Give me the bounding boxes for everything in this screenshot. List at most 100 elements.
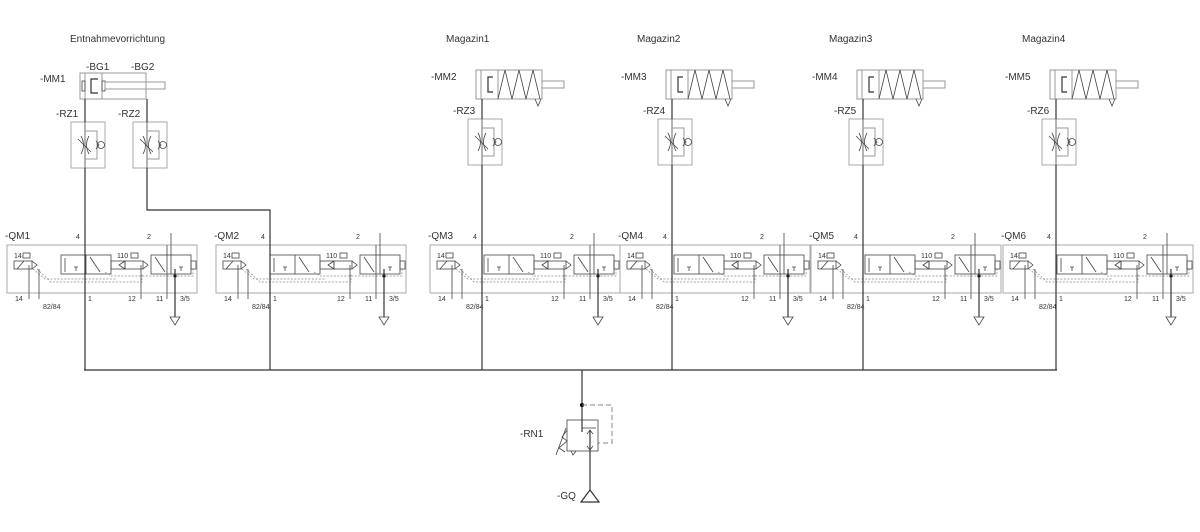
port-label-35: 3/5 [793, 296, 803, 303]
valve-label: -QM3 [428, 231, 453, 242]
pilot-indicator [22, 252, 31, 259]
blocked-port [687, 266, 691, 271]
sensor-label-bg1: -BG1 [86, 62, 110, 73]
pilot-label-110: 110 [730, 253, 741, 260]
spring-return [399, 260, 406, 270]
solenoid-icon [928, 260, 948, 270]
port-label-4: 4 [663, 234, 667, 241]
pilot-line [32, 268, 117, 280]
check-ball-icon [875, 138, 883, 146]
port-label-11: 11 [579, 296, 586, 303]
restriction-arc-left [477, 132, 481, 152]
port-label-4: 4 [473, 234, 477, 241]
solenoid-slash [629, 260, 638, 270]
pilot-label-110: 110 [326, 253, 337, 260]
blocked-port [792, 266, 796, 271]
pilot-indicator [445, 252, 454, 259]
restriction-arc-left [667, 132, 671, 152]
port-label-14: 14 [224, 296, 232, 303]
port-label-11: 11 [960, 296, 967, 303]
throttle-check-valve: -RZ3 [453, 106, 503, 166]
component-group: Magazin2-MM3-RZ4 [621, 34, 755, 166]
valve-housing [215, 244, 407, 294]
port-label-8284: 82/84 [847, 304, 865, 311]
spring-adjust-icon [558, 429, 568, 453]
spring-icon [878, 69, 922, 100]
pilot-indicator [826, 252, 835, 259]
pilot-line [245, 268, 352, 283]
pilot-line [241, 268, 326, 280]
flow-cross [1150, 256, 1162, 273]
regulator-body [566, 419, 599, 452]
port-label-12: 12 [741, 296, 749, 303]
rod-end-icon [1108, 98, 1116, 108]
pilot-indicator [635, 252, 644, 259]
pilot-line [455, 268, 540, 280]
pilot-indicator [231, 252, 240, 259]
pilot-arrow [755, 260, 762, 270]
check-seat-icon [873, 137, 878, 147]
adjust-arrow-icon [664, 135, 679, 150]
bypass-line [482, 127, 495, 157]
group-title: Magazin4 [1022, 34, 1066, 45]
solenoid-icon [222, 260, 242, 270]
flow-cross [577, 256, 589, 273]
vent-icon [570, 450, 577, 456]
port-label-8284: 82/84 [252, 304, 270, 311]
throttle-label: -RZ6 [1027, 106, 1050, 117]
piston-rod [541, 80, 565, 89]
spring-icon [1071, 69, 1115, 100]
bypass-line [1056, 127, 1069, 157]
piston-icon [677, 76, 683, 93]
pilot-line [527, 269, 617, 277]
port-label-35: 3/5 [984, 296, 994, 303]
regulator-label: -RN1 [520, 429, 544, 440]
pilot-arrow [946, 260, 953, 270]
pilot-arrow [31, 260, 38, 270]
pilot-label-14: 14 [627, 253, 635, 260]
port-label-4: 4 [76, 234, 80, 241]
rod-end-icon [724, 98, 732, 108]
spring-tip [541, 260, 549, 270]
flow-cross [1085, 256, 1097, 273]
blocked-port [602, 266, 606, 271]
spring-return-cylinder: -MM5 [1005, 69, 1139, 108]
spring-icon [687, 69, 731, 100]
blocked-port [878, 266, 882, 271]
adjust-arrow-icon [474, 135, 489, 150]
pilot-arrow [240, 260, 247, 270]
pilot-arrow [1027, 260, 1034, 270]
pilot-arrow [644, 260, 651, 270]
check-seat-icon [157, 140, 162, 150]
pilot-label-110: 110 [1113, 253, 1124, 260]
pressure-regulator: -RN1 [520, 419, 599, 470]
adjust-slash-icon [555, 427, 567, 456]
throttle-housing [657, 118, 693, 166]
cylinder-label: -MM1 [40, 74, 66, 85]
bypass-line [863, 127, 876, 157]
check-ball-icon [97, 141, 105, 149]
pilot-indicator [743, 252, 752, 259]
solenoid-slash [225, 260, 234, 270]
throttle-label: -RZ1 [56, 109, 79, 120]
valve-housing [6, 244, 198, 294]
piston-icon [90, 78, 98, 94]
spring-tip [731, 260, 739, 270]
spring-tip [922, 260, 930, 270]
blocked-port [74, 266, 78, 271]
check-seat-icon [682, 137, 687, 147]
spring-icon [497, 69, 541, 100]
restriction-arc-right [148, 135, 152, 155]
pilot-arrow [835, 260, 842, 270]
blocked-port [179, 266, 183, 271]
valve-label: -QM4 [618, 231, 643, 242]
restriction-arc-right [673, 132, 677, 152]
pilot-label-110: 110 [117, 253, 128, 260]
source-label: -GQ [557, 491, 576, 502]
port-label-8284: 82/84 [43, 304, 61, 311]
flow-cross [702, 256, 714, 273]
valve-label: -QM1 [5, 231, 30, 242]
throttle-check-valve: -RZ6 [1027, 106, 1077, 166]
pilot-arrow [1138, 260, 1145, 270]
